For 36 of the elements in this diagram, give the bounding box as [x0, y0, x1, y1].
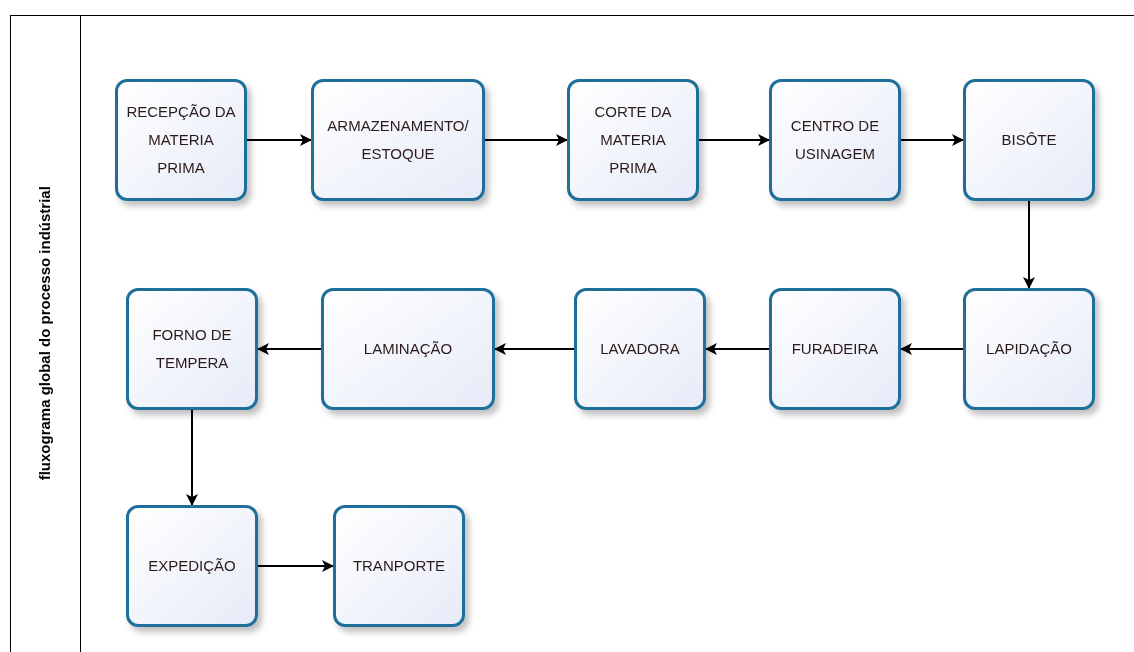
step-label: RECEPÇÃO DA MATERIA PRIMA [126, 102, 236, 178]
process-box [115, 79, 247, 201]
process-box [321, 288, 495, 410]
arrow [698, 134, 770, 146]
arrow [494, 343, 575, 355]
arrow [900, 134, 964, 146]
step-label: LAPIDAÇÃO [986, 339, 1072, 359]
step-label: EXPEDIÇÃO [148, 556, 236, 576]
arrow [186, 409, 198, 506]
process-box [769, 288, 901, 410]
step-label: CENTRO DE USINAGEM [789, 116, 881, 164]
process-box [769, 79, 901, 201]
step-label: LAVADORA [600, 339, 680, 359]
arrow [900, 343, 964, 355]
process-box [963, 79, 1095, 201]
arrow [705, 343, 770, 355]
arrow [484, 134, 568, 146]
step-label: TRANPORTE [352, 556, 446, 576]
process-box [311, 79, 485, 201]
diagram-title: fluxograma global do processo indústrial [34, 186, 54, 481]
arrow [257, 560, 334, 572]
step-label: LAMINAÇÃO [363, 339, 453, 359]
process-box [126, 505, 258, 627]
process-box [574, 288, 706, 410]
process-box [333, 505, 465, 627]
process-box [963, 288, 1095, 410]
step-label: ARMAZENAMENTO/ ESTOQUE [326, 116, 470, 164]
process-box [567, 79, 699, 201]
step-label: CORTE DA MATERIA PRIMA [593, 102, 673, 178]
arrow [257, 343, 322, 355]
step-label: FURADEIRA [791, 339, 879, 359]
step-label: BISÔTE [1001, 130, 1057, 150]
arrow [1023, 200, 1035, 289]
process-box [126, 288, 258, 410]
arrow [246, 134, 312, 146]
step-label: FORNO DE TEMPERA [151, 325, 233, 373]
